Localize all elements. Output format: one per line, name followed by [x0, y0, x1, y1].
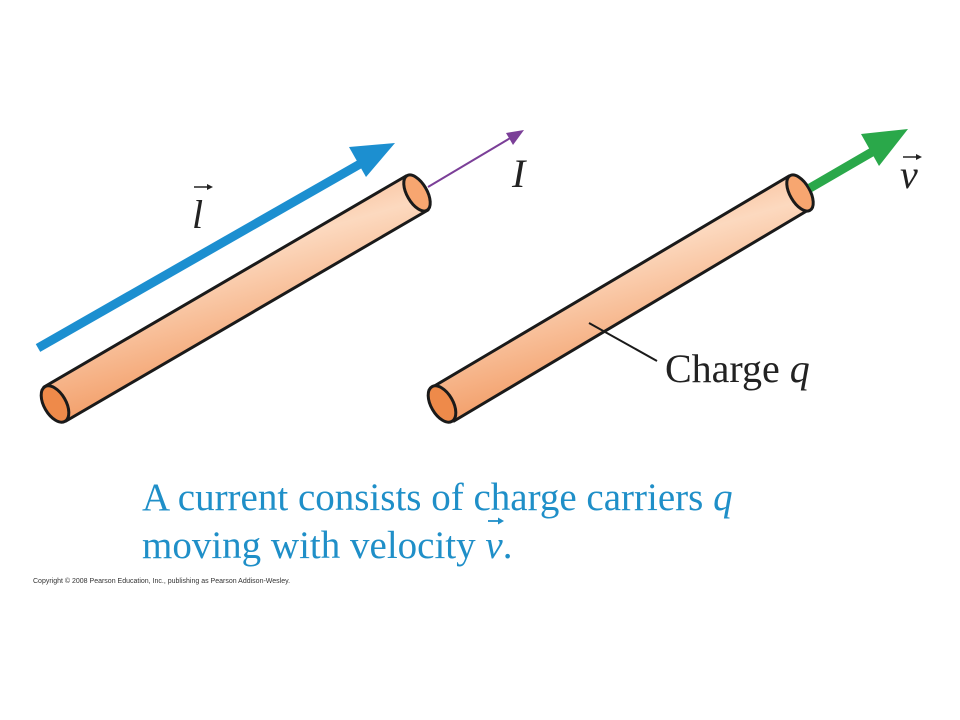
l-label-text: l	[192, 192, 203, 237]
v-over-arrow-icon	[903, 154, 922, 160]
l-over-arrow-icon	[194, 184, 213, 190]
charge-leader-line	[588, 322, 658, 362]
caption-line-2-text: moving with velocity	[142, 524, 476, 567]
charge-label-var: q	[790, 346, 810, 391]
caption-line-1-text: A current consists of charge carriers	[142, 476, 704, 519]
velocity-arrow	[807, 129, 908, 192]
caption-line-1-var: q	[713, 476, 733, 519]
current-label: I	[511, 151, 527, 196]
caption-line-2-var: v	[485, 524, 503, 567]
figure-caption: A current consists of charge carriers q …	[142, 474, 902, 570]
current-arrow	[427, 130, 524, 188]
v-label-text: v	[900, 152, 918, 197]
caption-vector-v: v	[485, 517, 505, 570]
caption-line-2: moving with velocity v.	[142, 517, 902, 570]
v-vector-label: v	[900, 152, 922, 197]
charge-label-word: Charge	[665, 346, 780, 391]
caption-line-2-end: .	[502, 524, 513, 567]
l-vector-arrow	[35, 143, 395, 352]
left-conductor-rod	[39, 173, 432, 424]
right-conductor-rod	[426, 173, 815, 424]
caption-over-arrow-icon	[488, 517, 505, 525]
l-vector-label: l	[192, 184, 213, 237]
copyright-notice: Copyright © 2008 Pearson Education, Inc.…	[33, 578, 291, 585]
caption-line-1: A current consists of charge carriers q	[142, 474, 902, 522]
